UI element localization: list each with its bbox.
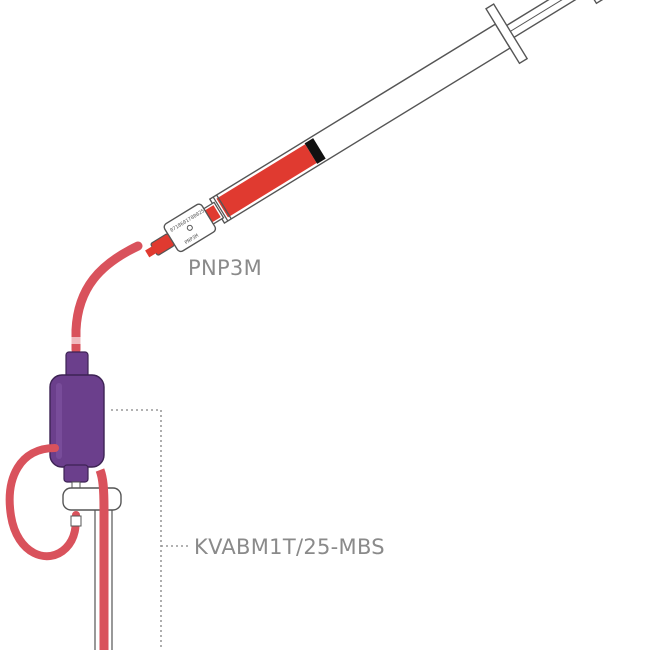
syringe-plunger-thumb-press xyxy=(573,0,605,5)
pnp3m-connector: 0718601780025 PNP3M xyxy=(145,203,217,258)
syringe-stopper xyxy=(304,138,326,164)
syringe-barrel-flange xyxy=(485,3,529,65)
syringe xyxy=(201,0,605,226)
label-connector: PNP3M xyxy=(188,256,263,280)
filter-bottom-port xyxy=(63,464,89,483)
tube-clamp xyxy=(62,487,122,511)
tubing-upper xyxy=(71,241,143,355)
label-filter-assembly: KVABM1T/25-MBS xyxy=(194,535,385,559)
tubing-loop xyxy=(5,444,80,561)
syringe-blood-fill xyxy=(216,144,317,218)
filter-top-port xyxy=(65,351,89,379)
leader-line-filter xyxy=(111,409,190,650)
tubing-lower xyxy=(95,468,109,650)
